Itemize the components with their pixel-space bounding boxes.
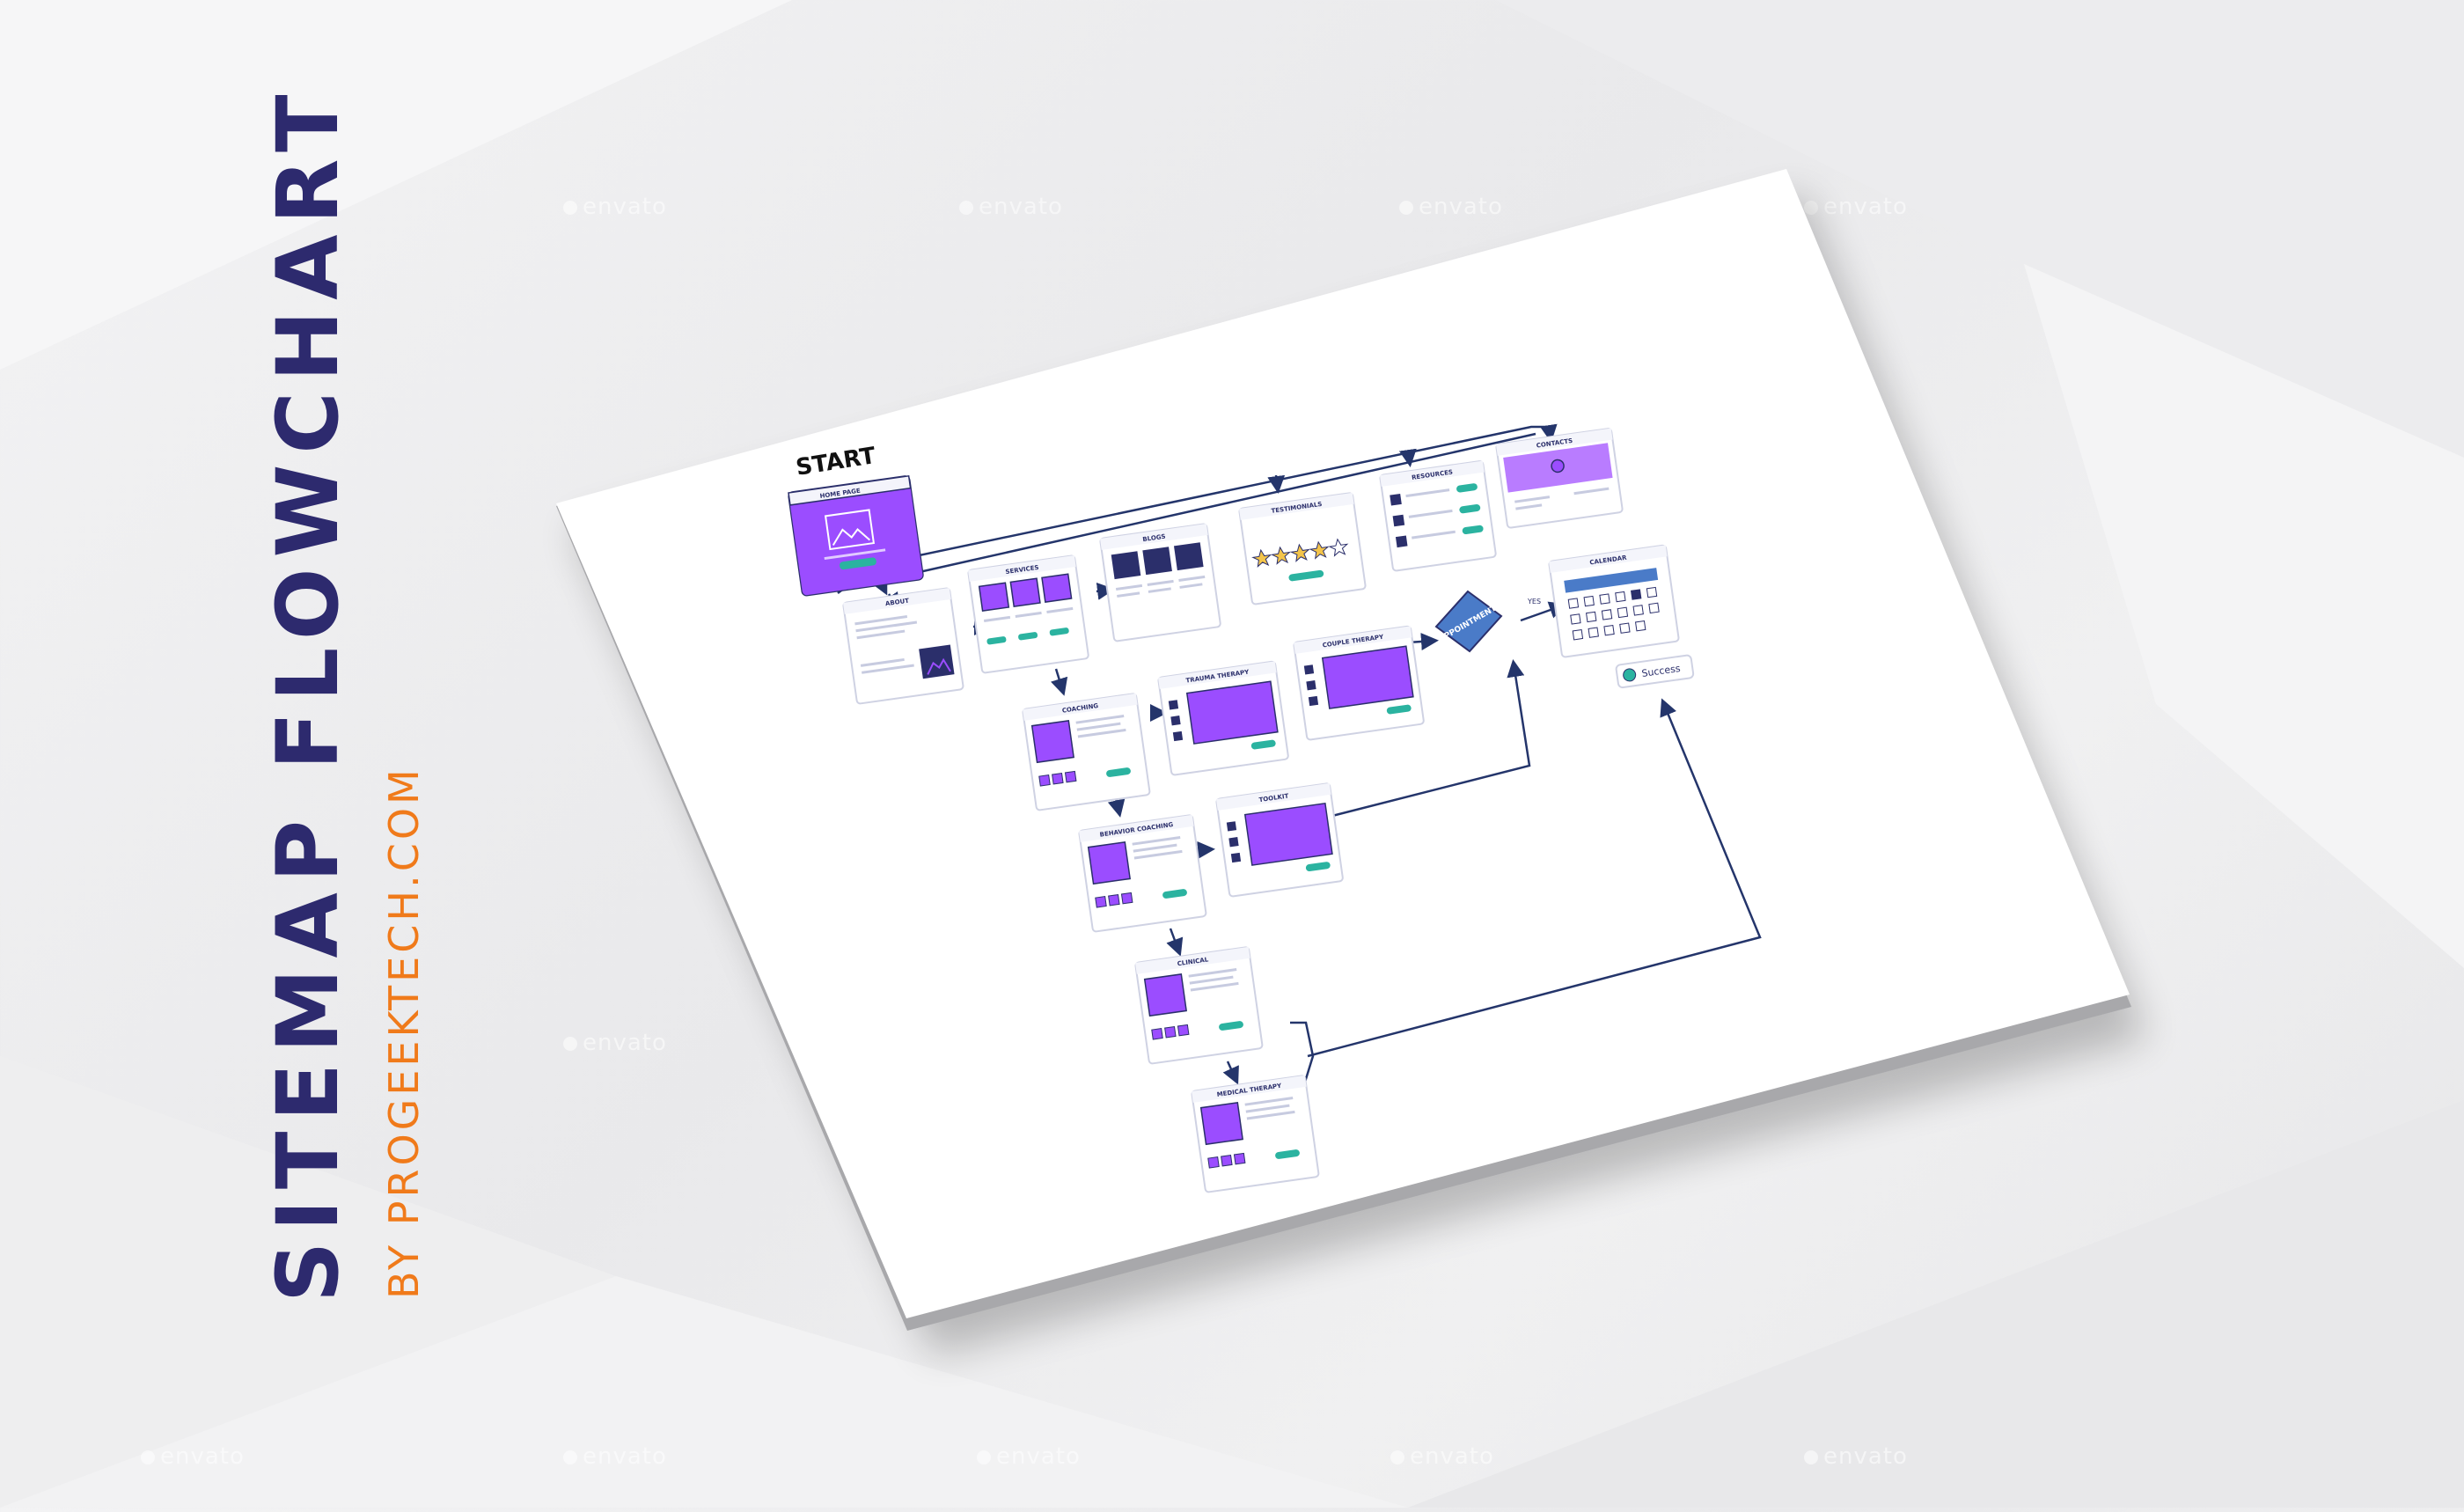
- decision-yes-label: YES: [1527, 598, 1541, 606]
- page-services[interactable]: SERVICES: [967, 554, 1089, 674]
- success-label: Success: [1641, 663, 1682, 679]
- page-resources[interactable]: RESOURCES: [1379, 460, 1497, 572]
- page-testimonials[interactable]: TESTIMONIALS: [1238, 492, 1367, 606]
- page-trauma-therapy[interactable]: TRAUMA THERAPY: [1157, 660, 1289, 776]
- page-home[interactable]: HOME PAGE: [788, 474, 924, 597]
- success-badge: Success: [1615, 654, 1695, 689]
- watermark: envato: [1399, 194, 1503, 220]
- watermark: envato: [1390, 1443, 1494, 1470]
- watermark: envato: [959, 194, 1063, 220]
- watermark: envato: [563, 1030, 667, 1056]
- calendar-grid: [1567, 586, 1660, 641]
- page-calendar[interactable]: CALENDAR: [1548, 544, 1680, 658]
- page-medical-therapy[interactable]: MEDICAL THERAPY: [1191, 1075, 1320, 1193]
- watermark: envato: [141, 1443, 245, 1470]
- watermark: envato: [977, 1443, 1081, 1470]
- page-toolkit[interactable]: TOOLKIT: [1215, 782, 1344, 898]
- board-surface: [556, 169, 2130, 1318]
- check-icon: [1623, 668, 1637, 682]
- map-pin-icon: [1551, 459, 1565, 473]
- rating-stars: [1251, 538, 1349, 568]
- page-contacts[interactable]: CONTACTS: [1495, 428, 1624, 529]
- watermark: envato: [1804, 1443, 1908, 1470]
- watermark: envato: [563, 1443, 667, 1470]
- page-about[interactable]: ABOUT: [842, 587, 964, 705]
- page-blogs[interactable]: BLOGS: [1099, 523, 1221, 642]
- page-couple-therapy[interactable]: COUPLE THERAPY: [1293, 625, 1425, 741]
- page-clinical[interactable]: CLINICAL: [1134, 946, 1264, 1065]
- page-about-label: ABOUT: [885, 598, 910, 608]
- page-blogs-label: BLOGS: [1142, 533, 1166, 544]
- page-coaching[interactable]: COACHING: [1022, 693, 1151, 811]
- watermark: envato: [563, 194, 667, 220]
- page-behavior-coaching[interactable]: BEHAVIOR COACHING: [1078, 814, 1207, 933]
